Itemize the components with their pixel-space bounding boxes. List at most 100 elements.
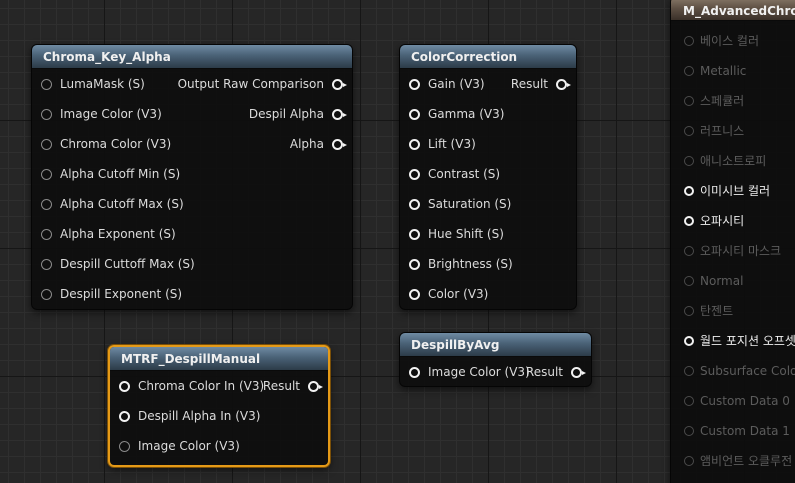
material-input-pin[interactable]: 스페큘러: [684, 91, 744, 111]
input-pin-hue-shift[interactable]: Hue Shift (S): [409, 224, 504, 244]
pin-circle-icon[interactable]: [332, 138, 347, 150]
pin-circle-icon[interactable]: [332, 108, 347, 120]
input-pin-alpha-cutoff-min[interactable]: Alpha Cutoff Min (S): [41, 164, 180, 184]
pin-circle-icon[interactable]: [119, 410, 130, 422]
input-pin-brightness[interactable]: Brightness (S): [409, 254, 513, 274]
material-input-pin[interactable]: 앰비언트 오클루전: [684, 451, 792, 471]
output-pin-result[interactable]: Result: [511, 74, 571, 94]
pin-circle-icon[interactable]: [684, 336, 694, 346]
node-title[interactable]: ColorCorrection: [400, 45, 576, 69]
pin-circle-icon[interactable]: [119, 440, 130, 452]
material-input-pin[interactable]: Subsurface Color: [684, 361, 795, 381]
pin-circle-icon[interactable]: [684, 306, 694, 316]
pin-label: 스페큘러: [700, 94, 745, 108]
pin-circle-icon[interactable]: [684, 66, 694, 76]
input-pin-lift[interactable]: Lift (V3): [409, 134, 476, 154]
node-title[interactable]: DespillByAvg: [400, 333, 591, 357]
pin-label: 러프니스: [700, 124, 745, 138]
pin-circle-icon[interactable]: [684, 36, 694, 46]
input-pin-contrast[interactable]: Contrast (S): [409, 164, 500, 184]
input-pin-image-color[interactable]: Image Color (V3): [41, 104, 162, 124]
node-title[interactable]: Chroma_Key_Alpha: [32, 45, 352, 69]
input-pin-image-color[interactable]: Image Color (V3): [119, 436, 240, 456]
pin-circle-icon[interactable]: [556, 78, 571, 90]
material-input-pin[interactable]: 애니소트로피: [684, 151, 766, 171]
pin-circle-icon[interactable]: [41, 168, 52, 180]
node-mtrf-despill-manual[interactable]: MTRF_DespillManual Chroma Color In (V3) …: [108, 345, 330, 467]
pin-label: Gamma (V3): [428, 107, 505, 121]
pin-circle-icon[interactable]: [41, 258, 52, 270]
pin-circle-icon[interactable]: [41, 288, 52, 300]
material-input-pin[interactable]: 러프니스: [684, 121, 744, 141]
pin-circle-icon[interactable]: [409, 78, 420, 90]
pin-circle-icon[interactable]: [308, 380, 323, 392]
pin-circle-icon[interactable]: [409, 168, 420, 180]
pin-label: Color (V3): [428, 287, 489, 301]
material-input-pin[interactable]: 오파시티 마스크: [684, 241, 781, 261]
input-pin-saturation[interactable]: Saturation (S): [409, 194, 511, 214]
node-title[interactable]: MTRF_DespillManual: [110, 347, 328, 371]
pin-label: Metallic: [700, 64, 747, 78]
pin-circle-icon[interactable]: [684, 186, 694, 196]
pin-circle-icon[interactable]: [684, 276, 694, 286]
pin-circle-icon[interactable]: [41, 78, 52, 90]
input-pin-alpha-cutoff-max[interactable]: Alpha Cutoff Max (S): [41, 194, 184, 214]
pin-circle-icon[interactable]: [684, 216, 694, 226]
material-result-title[interactable]: M_AdvancedChrom: [671, 0, 795, 21]
material-input-pin[interactable]: Normal: [684, 271, 743, 291]
pin-circle-icon[interactable]: [684, 156, 694, 166]
pin-label: 탄젠트: [700, 304, 734, 318]
pin-circle-icon[interactable]: [409, 228, 420, 240]
pin-circle-icon[interactable]: [571, 366, 586, 378]
material-input-pin[interactable]: 오파시티: [684, 211, 744, 231]
output-pin-result[interactable]: Result: [526, 362, 586, 382]
pin-circle-icon[interactable]: [409, 198, 420, 210]
input-pin-luma-mask[interactable]: LumaMask (S): [41, 74, 145, 94]
output-pin-alpha[interactable]: Alpha: [290, 134, 347, 154]
material-input-pin[interactable]: Custom Data 0: [684, 391, 790, 411]
node-color-correction[interactable]: ColorCorrection Gain (V3) Gamma (V3) Lif…: [399, 44, 577, 310]
pin-circle-icon[interactable]: [409, 108, 420, 120]
pin-circle-icon[interactable]: [684, 366, 694, 376]
output-pin-despil-alpha[interactable]: Despil Alpha: [249, 104, 347, 124]
pin-circle-icon[interactable]: [684, 396, 694, 406]
material-input-pin[interactable]: 탄젠트: [684, 301, 733, 321]
input-pin-color[interactable]: Color (V3): [409, 284, 488, 304]
pin-circle-icon[interactable]: [409, 288, 420, 300]
pin-circle-icon[interactable]: [684, 126, 694, 136]
input-pin-alpha-exponent[interactable]: Alpha Exponent (S): [41, 224, 176, 244]
input-pin-gamma[interactable]: Gamma (V3): [409, 104, 504, 124]
pin-circle-icon[interactable]: [332, 78, 347, 90]
pin-label: 오파시티: [700, 214, 745, 228]
pin-circle-icon[interactable]: [41, 138, 52, 150]
input-pin-chroma-color-in[interactable]: Chroma Color In (V3): [119, 376, 264, 396]
pin-circle-icon[interactable]: [41, 228, 52, 240]
input-pin-despill-alpha-in[interactable]: Despill Alpha In (V3): [119, 406, 260, 426]
pin-circle-icon[interactable]: [409, 366, 420, 378]
node-despill-by-avg[interactable]: DespillByAvg Image Color (V3) Result: [399, 332, 592, 387]
material-result-node[interactable]: M_AdvancedChrom 베이스 컬러 Metallic 스페큘러러프니스애니…: [670, 0, 795, 483]
input-pin-despill-cutoff-max[interactable]: Despill Cuttoff Max (S): [41, 254, 195, 274]
material-input-pin[interactable]: 이미시브 컬러: [684, 181, 770, 201]
pin-circle-icon[interactable]: [409, 138, 420, 150]
pin-circle-icon[interactable]: [684, 426, 694, 436]
pin-circle-icon[interactable]: [409, 258, 420, 270]
output-pin-raw-comparison[interactable]: Output Raw Comparison: [178, 74, 347, 94]
node-chroma-key-alpha[interactable]: Chroma_Key_Alpha LumaMask (S) Image Colo…: [31, 44, 353, 310]
pin-circle-icon[interactable]: [684, 456, 694, 466]
material-input-pin[interactable]: 베이스 컬러: [684, 31, 759, 51]
pin-circle-icon[interactable]: [41, 198, 52, 210]
pin-circle-icon[interactable]: [684, 96, 694, 106]
material-input-pin[interactable]: 월드 포지션 오프셋: [684, 331, 795, 351]
input-pin-despill-exponent[interactable]: Despill Exponent (S): [41, 284, 182, 304]
input-pin-chroma-color[interactable]: Chroma Color (V3): [41, 134, 171, 154]
input-pin-image-color[interactable]: Image Color (V3): [409, 362, 530, 382]
pin-circle-icon[interactable]: [119, 380, 130, 392]
pin-circle-icon[interactable]: [41, 108, 52, 120]
material-input-pin[interactable]: Custom Data 1: [684, 421, 790, 441]
output-pin-result[interactable]: Result: [263, 376, 323, 396]
material-input-pin[interactable]: Metallic: [684, 61, 746, 81]
pin-circle-icon[interactable]: [684, 246, 694, 256]
input-pin-gain[interactable]: Gain (V3): [409, 74, 485, 94]
pin-label: 앰비언트 오클루전: [700, 454, 793, 468]
